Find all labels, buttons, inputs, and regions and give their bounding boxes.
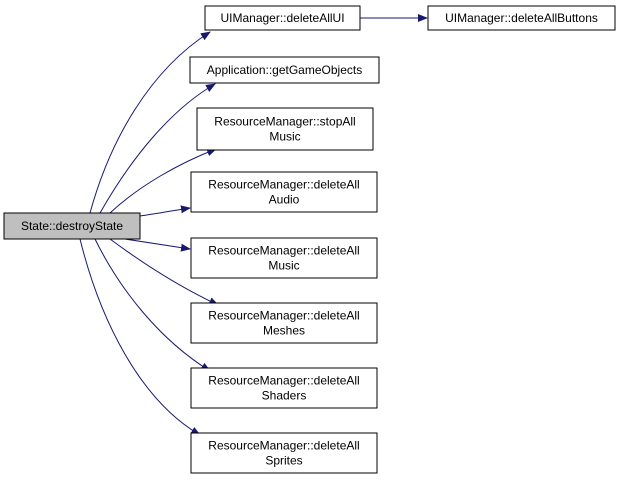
node-label: Sprites (265, 454, 302, 468)
node-label: ResourceManager::stopAll (214, 115, 355, 129)
edge-root-to-deleteAllSprites (79, 238, 201, 436)
nodes: State::destroyState UIManager::deleteAllU… (3, 5, 616, 474)
node-label: State::destroyState (21, 219, 123, 233)
node-box (204, 5, 361, 31)
node-box (190, 367, 378, 409)
node-label: Shaders (262, 389, 307, 403)
node-label: UIManager::deleteAllButtons (445, 11, 598, 25)
node-label: ResourceManager::deleteAll (208, 309, 359, 323)
edge-root-to-stopAllMusic (109, 148, 217, 214)
edge-root-to-deleteAllMusic (124, 238, 191, 252)
node-box (3, 212, 141, 240)
node-box (190, 432, 378, 474)
node-box (427, 5, 616, 31)
node-label: Application::getGameObjects (207, 63, 362, 77)
node-box (196, 107, 374, 151)
node-root[interactable]: State::destroyState (3, 212, 141, 240)
node-deleteAllUI[interactable]: UIManager::deleteAllUI (204, 5, 361, 31)
node-deleteAllButtons[interactable]: UIManager::deleteAllButtons (427, 5, 616, 31)
edges (79, 14, 428, 436)
edge-root-to-getGameObjects (99, 83, 216, 214)
edge-root-to-deleteAllAudio (139, 205, 191, 217)
edge-root-to-deleteAllMeshes (109, 238, 219, 306)
node-box (190, 302, 378, 344)
node-box (190, 237, 378, 279)
node-label: Music (268, 259, 299, 273)
node-label: ResourceManager::deleteAll (208, 244, 359, 258)
node-box (190, 171, 378, 213)
node-label: UIManager::deleteAllUI (220, 11, 344, 25)
node-getGameObjects[interactable]: Application::getGameObjects (189, 56, 380, 84)
node-label: ResourceManager::deleteAll (208, 439, 359, 453)
node-label: ResourceManager::deleteAll (208, 178, 359, 192)
edge-root-to-deleteAllShaders (94, 238, 211, 372)
node-label: Music (269, 130, 300, 144)
edge-root-to-deleteAllUI (89, 31, 211, 214)
node-label: ResourceManager::deleteAll (208, 374, 359, 388)
node-label: Audio (269, 193, 300, 207)
node-box (189, 56, 380, 84)
node-label: Meshes (263, 324, 305, 338)
